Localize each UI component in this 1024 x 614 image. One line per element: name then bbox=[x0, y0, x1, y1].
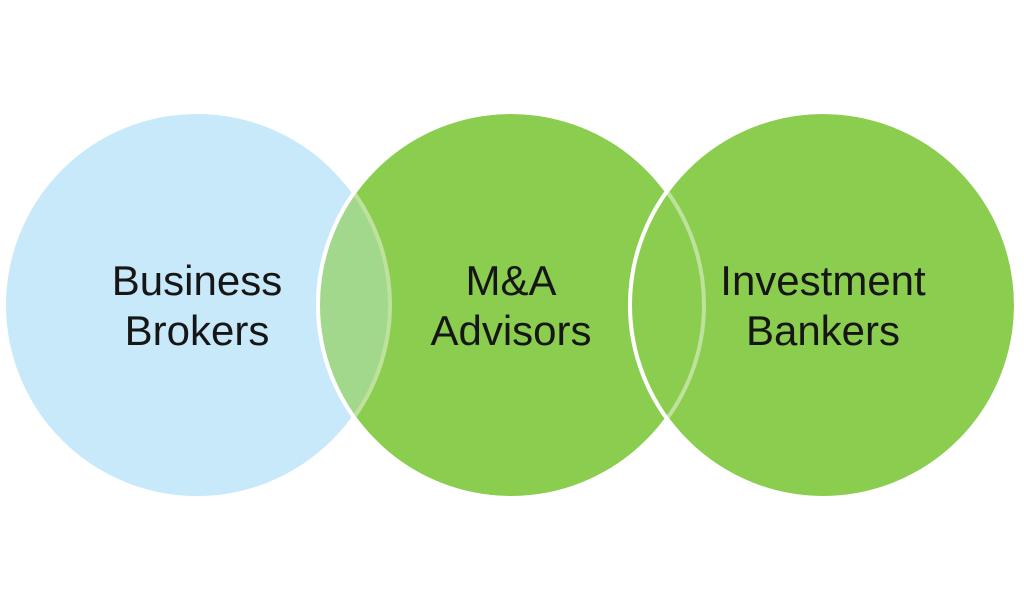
label-ma-advisors-line2: Advisors bbox=[430, 307, 591, 354]
label-investment-bankers-line1: Investment bbox=[720, 257, 926, 304]
circle-investment-bankers-outline bbox=[628, 110, 1018, 500]
label-business-brokers-line1: Business bbox=[112, 257, 282, 304]
label-investment-bankers-line2: Bankers bbox=[746, 307, 900, 354]
overlap-green-green-lens bbox=[630, 112, 706, 498]
label-ma-advisors-line1: M&A bbox=[465, 257, 556, 304]
label-business-brokers-line2: Brokers bbox=[125, 307, 270, 354]
overlap-blue-green-lens bbox=[318, 112, 392, 498]
